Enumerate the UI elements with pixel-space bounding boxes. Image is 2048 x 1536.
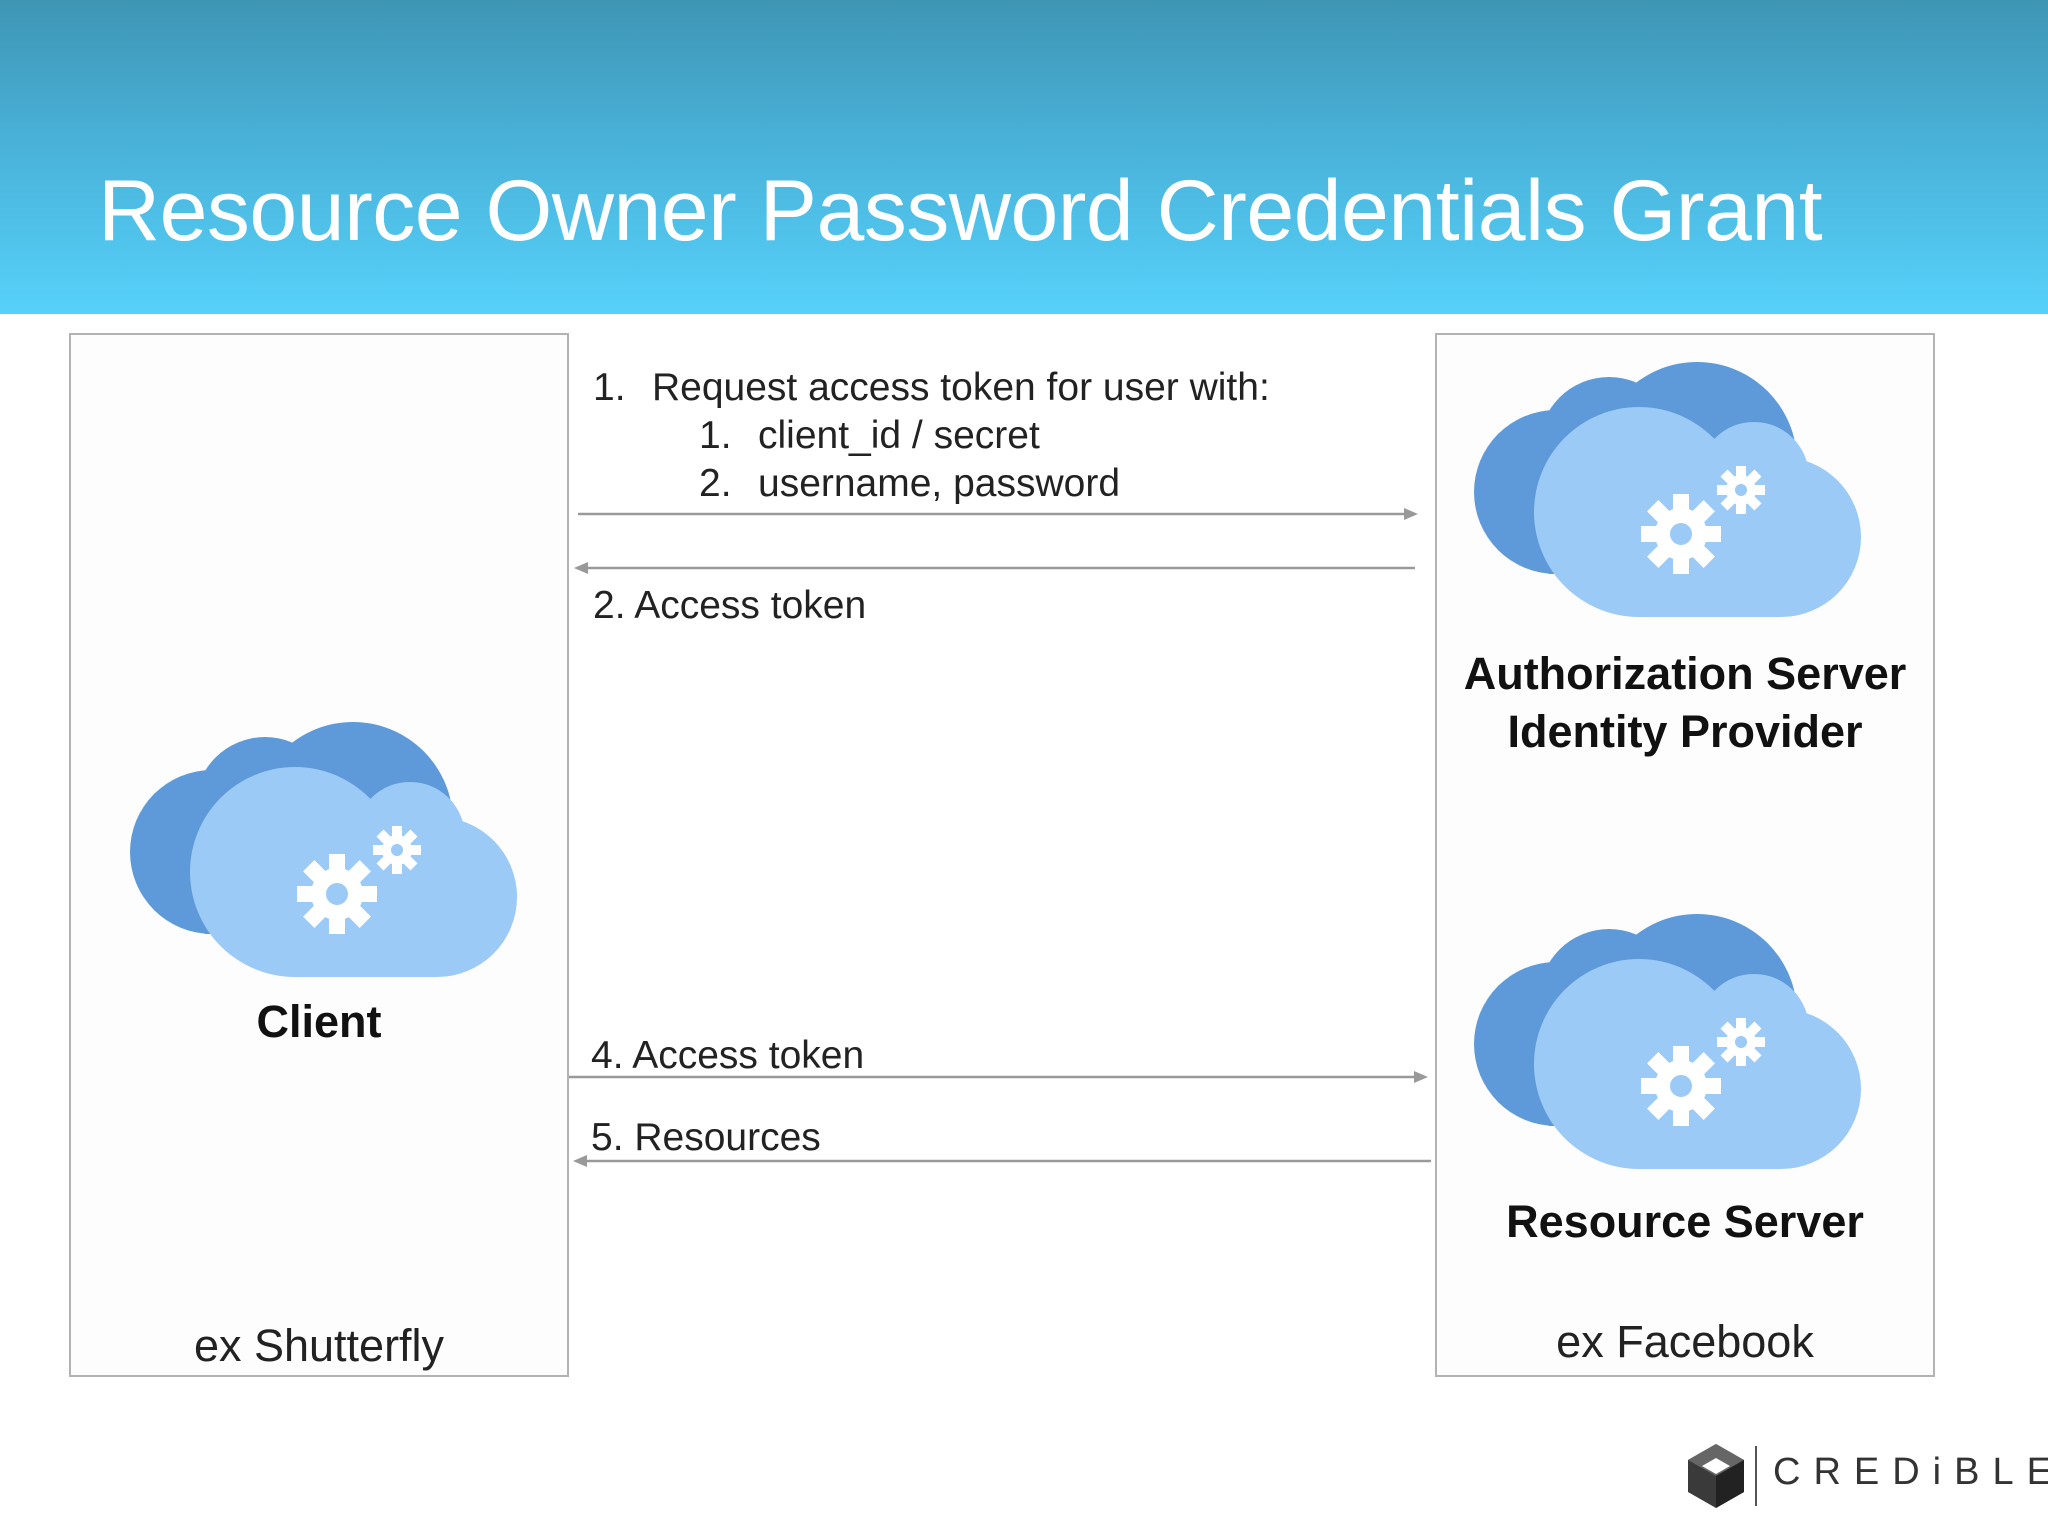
step5-label: 5. Resources <box>591 1116 821 1159</box>
arrow-step5-left <box>573 1155 1431 1167</box>
auth-server-label: Authorization Server <box>1463 648 1907 699</box>
step1-sub2-text: username, password <box>758 462 1121 505</box>
step4-label: 4. Access token <box>591 1034 865 1077</box>
resource-server-example: ex Facebook <box>1556 1316 1814 1367</box>
step2-label: 2. Access token <box>593 584 867 627</box>
credible-wordmark: CREDiBLE <box>1773 1451 2048 1493</box>
identity-provider-label: Identity Provider <box>1507 706 1863 757</box>
header-banner: Resource Owner Password Credentials Gran… <box>0 0 2048 314</box>
resource-server-label: Resource Server <box>1506 1196 1864 1247</box>
auth-server-cloud-icon <box>1474 362 1861 617</box>
arrow-step2-left <box>574 562 1415 574</box>
step1-number: 1. <box>593 366 626 409</box>
arrow-step1-right <box>578 508 1418 520</box>
step1-sub1-text: client_id / secret <box>758 414 1040 457</box>
arrow-step4-right <box>569 1071 1428 1083</box>
client-example: ex Shutterfly <box>193 1320 445 1371</box>
step1-sub1-number: 1. <box>699 414 732 457</box>
step1-text: Request access token for user with: <box>652 366 1270 409</box>
resource-server-cloud-icon <box>1474 914 1861 1169</box>
client-label: Client <box>256 996 382 1047</box>
step1-sub2-number: 2. <box>699 462 732 505</box>
credible-diamond-logo <box>1688 1444 1757 1508</box>
page-title: Resource Owner Password Credentials Gran… <box>98 163 1823 259</box>
client-cloud-icon <box>130 722 517 977</box>
